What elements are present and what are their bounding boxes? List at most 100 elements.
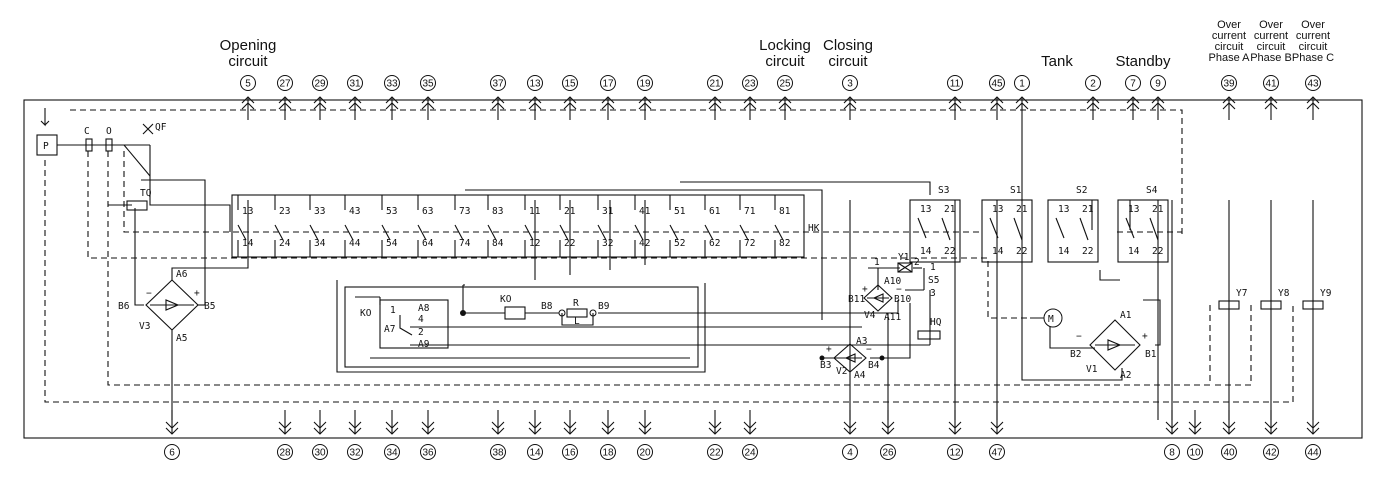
svg-text:17: 17 [602,79,614,90]
svg-text:33: 33 [386,79,398,90]
svg-text:14: 14 [992,246,1004,257]
svg-text:S2: S2 [1076,185,1087,196]
svg-text:B4: B4 [868,360,880,371]
svg-text:Closing: Closing [823,37,873,54]
l-label: L [574,316,580,327]
svg-text:Over: Over [1301,19,1325,31]
svg-text:1: 1 [930,262,936,273]
svg-text:73: 73 [459,206,470,217]
bottom-terminal: 32 [347,410,363,460]
svg-text:13: 13 [1128,204,1139,215]
bottom-terminal: 36 [420,410,436,460]
svg-text:40: 40 [1223,448,1235,459]
svg-text:15: 15 [564,79,576,90]
svg-text:47: 47 [991,448,1003,459]
svg-text:72: 72 [744,238,755,249]
phase-coils: Y7 Y8 Y9 [1218,288,1332,310]
svg-text:A10: A10 [884,276,901,287]
svg-text:4: 4 [847,448,853,459]
svg-text:43: 43 [349,206,360,217]
svg-text:B2: B2 [1070,349,1081,360]
svg-text:23: 23 [744,79,756,90]
v3-pin-a5: A5 [176,333,187,344]
svg-text:22: 22 [564,238,575,249]
o-label: O [106,126,112,137]
svg-text:82: 82 [779,238,790,249]
svg-text:2: 2 [418,327,424,338]
top-terminal: 3 [842,75,858,120]
svg-text:Locking: Locking [759,37,811,54]
svg-text:14: 14 [242,238,254,249]
svg-text:62: 62 [709,238,720,249]
svg-text:30: 30 [314,448,326,459]
motor-label: M [1048,314,1054,325]
top-terminal: 11 [947,75,963,120]
svg-text:A1: A1 [1120,310,1132,321]
svg-text:14: 14 [529,448,541,459]
svg-text:Opening: Opening [220,37,277,54]
svg-text:14: 14 [1058,246,1070,257]
top-terminal: 29 [312,75,328,120]
bottom-terminal: 24 [742,410,758,460]
p-label: P [43,141,49,152]
y1-label: Y1 [898,252,910,263]
svg-text:84: 84 [492,238,504,249]
top-terminal: 7 [1125,75,1141,120]
svg-text:19: 19 [639,79,651,90]
svg-text:1: 1 [390,305,396,316]
svg-text:circuit: circuit [1215,41,1244,53]
top-terminal: 27 [277,75,293,120]
hk-contact: 31 32 [597,195,614,257]
svg-text:−: − [866,344,872,355]
c-label: C [84,126,90,137]
v4-label: V4 [864,310,876,321]
svg-text:A8: A8 [418,303,430,314]
bottom-terminal: 16 [562,410,578,460]
v2-label: V2 [836,366,847,377]
svg-text:31: 31 [349,79,361,90]
svg-text:32: 32 [602,238,613,249]
standby-label: Standby [1115,53,1171,70]
svg-text:2: 2 [1090,79,1096,90]
svg-text:+: + [862,284,868,295]
control-wiring [44,109,1314,420]
svg-text:18: 18 [602,448,614,459]
phase-b-label: Over current circuit Phase B [1250,19,1292,64]
svg-text:31: 31 [602,206,614,217]
svg-text:current: current [1296,30,1330,42]
svg-text:circuit: circuit [828,53,868,70]
svg-text:36: 36 [422,448,434,459]
svg-text:42: 42 [1265,448,1277,459]
svg-text:1: 1 [1019,79,1025,90]
top-terminal: 21 [707,75,723,120]
bottom-terminal: 30 [312,410,328,460]
top-terminal: 1 [1014,75,1030,120]
bottom-terminal: 4 [842,410,858,460]
svg-text:S1: S1 [1010,185,1022,196]
svg-text:Phase B: Phase B [1250,52,1292,64]
svg-text:42: 42 [639,238,650,249]
svg-text:21: 21 [1152,204,1164,215]
svg-text:circuit: circuit [1299,41,1328,53]
svg-text:13: 13 [992,204,1003,215]
svg-text:24: 24 [744,448,756,459]
svg-text:11: 11 [950,79,961,90]
y9-label: Y9 [1320,288,1332,299]
svg-text:54: 54 [386,238,398,249]
svg-text:1: 1 [874,257,880,268]
svg-text:38: 38 [492,448,504,459]
v3-bridge: A6 B6 B5 A5 V3 − + [118,269,215,344]
svg-text:61: 61 [709,206,721,217]
phase-c-label: Over current circuit Phase C [1292,19,1334,64]
top-terminal: 19 [637,75,653,120]
svg-text:64: 64 [422,238,434,249]
